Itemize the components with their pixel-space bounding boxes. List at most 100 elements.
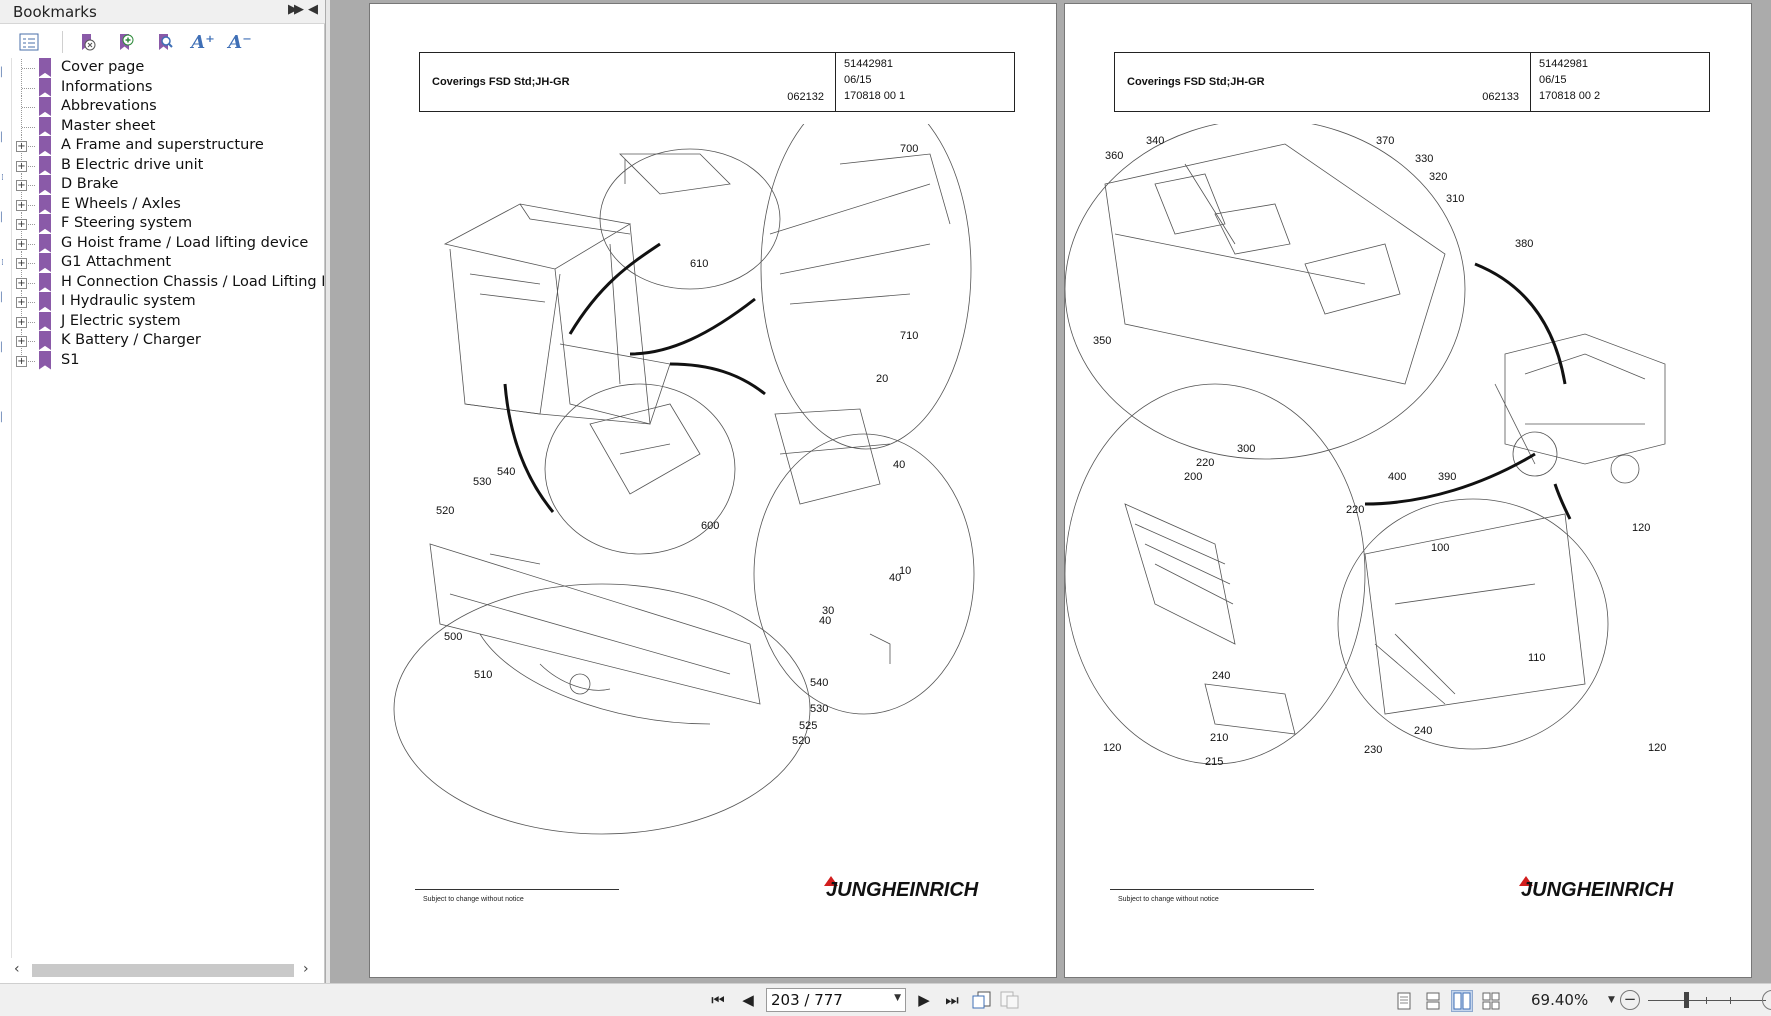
bookmark-item[interactable]: +K Battery / Charger	[14, 330, 324, 352]
strip-marker-icon: ▏	[1, 293, 8, 303]
options-menu-icon[interactable]	[14, 27, 44, 57]
part-callout: 110	[1528, 652, 1546, 664]
last-page-icon[interactable]: ⏭	[945, 991, 959, 1009]
part-callout: 610	[690, 258, 708, 270]
bookmark-label: A Frame and superstructure	[61, 137, 264, 153]
bookmark-item[interactable]: +G1 Attachment	[14, 252, 324, 274]
zoom-out-button[interactable]: −	[1620, 990, 1640, 1010]
increase-text-size-icon[interactable]: A⁺	[191, 31, 215, 53]
delete-bookmark-icon[interactable]	[72, 27, 102, 57]
continuous-icon[interactable]	[1422, 990, 1444, 1012]
bookmark-item[interactable]: +G Hoist frame / Load lifting device	[14, 232, 324, 255]
expand-toggle-icon[interactable]: +	[16, 141, 27, 152]
part-callout: 380	[1515, 238, 1533, 250]
page-dropdown-icon[interactable]: ▼	[894, 993, 901, 1003]
tree-connector	[21, 58, 22, 77]
part-callout: 210	[1210, 732, 1228, 744]
bookmark-item[interactable]: Abbrevations	[14, 96, 324, 118]
double-chevron-right-icon[interactable]: ▶▶	[288, 2, 304, 17]
page-title: Coverings FSD Std;JH-GR	[1127, 76, 1265, 88]
strip-marker-icon: ▏	[1, 413, 8, 423]
expand-toggle-icon[interactable]: +	[16, 355, 27, 367]
page-number-box[interactable]: ▼	[766, 988, 906, 1012]
expand-toggle-icon[interactable]: +	[16, 160, 27, 172]
strip-marker-icon: ▏	[1, 213, 8, 223]
footer-rule	[415, 889, 619, 890]
scroll-left-icon[interactable]: ‹	[14, 961, 20, 977]
bookmarks-toolbar: A⁺ A⁻	[10, 27, 315, 57]
tree-connector	[22, 341, 36, 342]
part-callout: 540	[497, 466, 515, 478]
bookmark-label: E Wheels / Axles	[61, 195, 181, 212]
zoom-slider-thumb[interactable]	[1683, 992, 1689, 1008]
expand-toggle-icon[interactable]: +	[16, 180, 27, 191]
part-callout: 530	[473, 476, 491, 488]
zoom-in-button[interactable]	[1762, 990, 1771, 1010]
bookmark-icon	[39, 97, 51, 116]
bookmark-icon	[39, 175, 51, 194]
bookmark-item[interactable]: Cover page	[14, 58, 324, 79]
zoom-slider[interactable]	[1648, 1000, 1766, 1001]
zoom-dropdown-icon[interactable]: ▼	[1608, 995, 1615, 1005]
previous-page-icon[interactable]: ◀	[742, 991, 754, 1009]
tree-connector	[22, 243, 36, 245]
tree-connector	[22, 107, 36, 108]
part-callout: 40	[889, 572, 901, 584]
jungheinrich-logo-icon	[1519, 876, 1533, 886]
next-view-icon[interactable]	[998, 989, 1022, 1011]
bookmark-item[interactable]: +I Hydraulic system	[14, 291, 324, 313]
single-page-icon[interactable]	[1393, 990, 1415, 1012]
continuous-facing-icon[interactable]	[1480, 990, 1502, 1012]
facing-icon[interactable]	[1451, 990, 1473, 1012]
bookmark-label: S1	[61, 351, 80, 368]
panel-splitter[interactable]	[326, 0, 330, 983]
bookmark-item[interactable]: +D Brake	[14, 174, 324, 196]
bookmarks-title: Bookmarks	[13, 3, 97, 21]
previous-view-icon[interactable]	[970, 989, 994, 1011]
expand-toggle-icon[interactable]: +	[16, 297, 27, 308]
part-callout: 320	[1429, 171, 1447, 183]
bookmark-item[interactable]: + A Frame and superstructure	[14, 135, 324, 157]
tree-connector	[22, 302, 36, 303]
expand-toggle-icon[interactable]: +	[16, 336, 27, 347]
bookmark-item[interactable]: +H Connection Chassis / Load Lifting Dev…	[14, 271, 324, 294]
bookmark-item[interactable]: Informations	[14, 76, 324, 99]
drawing-code: 062132	[787, 91, 824, 103]
part-callout: 40	[893, 459, 905, 471]
bookmark-icon	[39, 350, 51, 370]
bookmark-item[interactable]: + E Wheels / Axles	[14, 193, 324, 216]
zoom-level[interactable]: 69.40%	[1531, 991, 1589, 1009]
expand-toggle-icon[interactable]: +	[16, 219, 27, 230]
scrollbar-thumb[interactable]	[32, 964, 294, 977]
bookmark-item[interactable]: +J Electric system	[14, 310, 324, 333]
strip-marker-icon: ⁞	[1, 173, 4, 183]
part-callout: 220	[1196, 457, 1214, 469]
first-page-icon[interactable]: ⏮	[711, 991, 725, 1009]
scroll-right-icon[interactable]: ›	[303, 961, 309, 977]
bookmark-item[interactable]: Master sheet	[14, 115, 324, 138]
strip-marker-icon: ▏	[1, 343, 8, 353]
expand-toggle-icon[interactable]: +	[16, 238, 27, 250]
page-number-input[interactable]	[771, 990, 881, 1010]
expand-toggle-icon[interactable]: +	[16, 258, 27, 269]
brand-logo: JUNGHEINRICH	[1521, 879, 1674, 901]
tree-connector	[22, 360, 36, 362]
collapse-panel-icon[interactable]: ◀	[308, 2, 318, 17]
bookmark-label: Cover page	[61, 59, 145, 75]
bookmark-item[interactable]: +B Electric drive unit	[14, 154, 324, 177]
add-bookmark-icon[interactable]	[110, 27, 140, 57]
bookmark-icon	[39, 214, 51, 233]
bookmark-item[interactable]: +F Steering system	[14, 213, 324, 235]
part-callout: 230	[1364, 744, 1382, 756]
expand-toggle-icon[interactable]: +	[16, 277, 27, 289]
next-page-icon[interactable]: ▶	[918, 991, 930, 1009]
bookmark-icon	[39, 253, 51, 272]
sidebar-horizontal-scrollbar[interactable]: ‹ ›	[10, 960, 320, 980]
header-divider	[1530, 53, 1531, 111]
expand-toggle-icon[interactable]: +	[16, 316, 27, 328]
decrease-text-size-icon[interactable]: A⁻	[228, 31, 252, 53]
find-bookmark-icon[interactable]	[149, 27, 179, 57]
expand-toggle-icon[interactable]: +	[16, 199, 27, 211]
part-callout: 200	[1184, 471, 1202, 483]
bookmark-item[interactable]: + S1	[14, 349, 324, 372]
